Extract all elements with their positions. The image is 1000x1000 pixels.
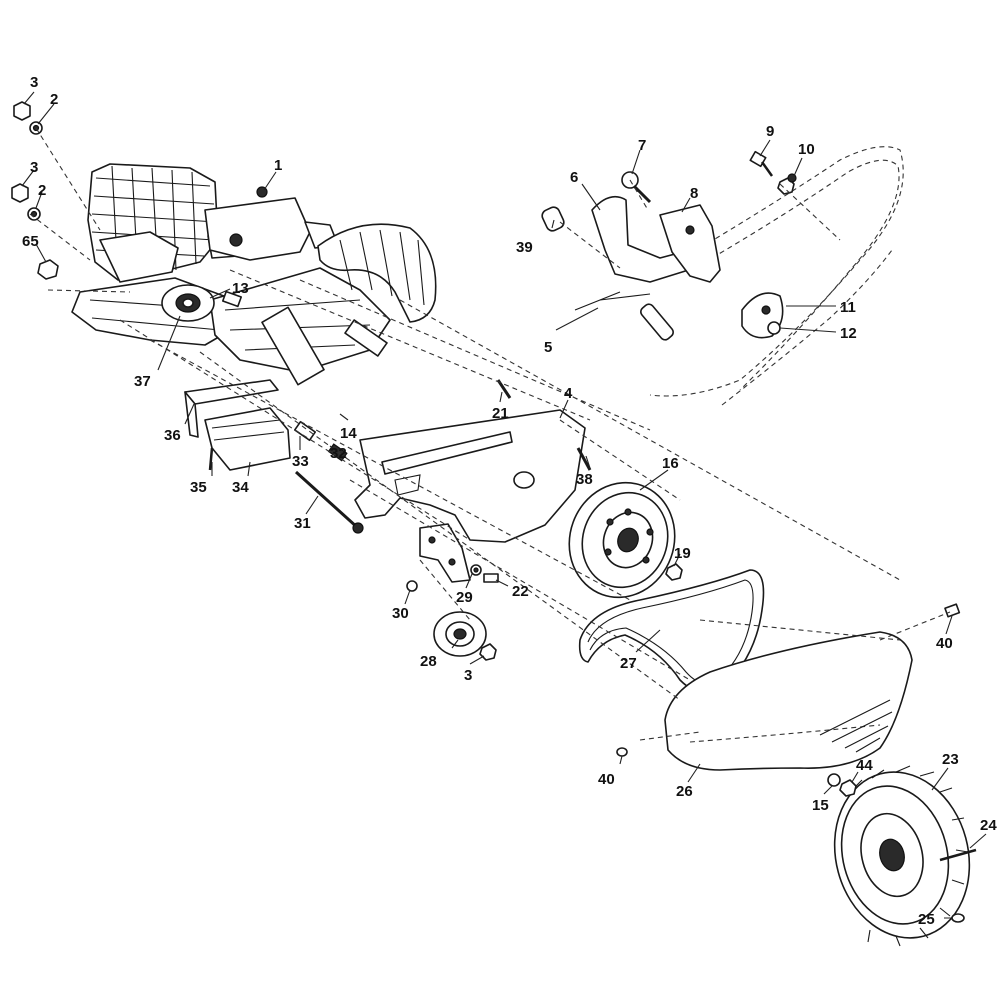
lever-8: [659, 204, 721, 283]
bracket-36: [184, 379, 279, 438]
explosion-lines: [29, 127, 951, 741]
drive-pulley-16: [568, 481, 683, 599]
belt-guard-34: [204, 407, 291, 471]
callout-26: 26: [676, 783, 693, 800]
callout-5: 5: [544, 339, 552, 356]
callout-11: 11: [840, 299, 856, 316]
cam-11-12: [741, 292, 784, 339]
callout-39: 39: [516, 239, 533, 256]
engine-pulley: [161, 284, 215, 322]
callout-24: 24: [980, 817, 997, 834]
callout-44: 44: [856, 757, 873, 774]
callout-6: 6: [570, 169, 578, 186]
idler-bracket: [419, 523, 471, 583]
lever-6: [574, 195, 696, 311]
callout-3: 3: [30, 74, 38, 91]
callout-3: 3: [30, 159, 38, 176]
callout-4: 4: [564, 385, 573, 402]
wheel-23: [833, 765, 971, 947]
wheel-hardware: [827, 773, 977, 923]
shroud-26: [664, 631, 913, 771]
callout-15: 15: [812, 797, 829, 814]
callouts: 3 2 3 2 65 1 13 37 36 14 35 34 33 32 31 …: [22, 74, 997, 928]
bolt-7: [621, 171, 652, 204]
tine-housing: [71, 197, 437, 386]
callout-38: 38: [576, 471, 593, 488]
knob-39: [541, 206, 565, 232]
callout-32: 32: [330, 445, 347, 462]
callout-21: 21: [492, 405, 509, 422]
callout-13: 13: [232, 280, 249, 297]
callout-8: 8: [690, 185, 698, 202]
callout-25: 25: [918, 911, 935, 928]
center-plate-4: [354, 409, 586, 543]
callout-22: 22: [512, 583, 529, 600]
callout-36: 36: [164, 427, 181, 444]
callout-34: 34: [232, 479, 249, 496]
callout-1: 1: [274, 157, 282, 174]
callout-40: 40: [598, 771, 615, 788]
callout-12: 12: [840, 325, 857, 342]
callout-29: 29: [456, 589, 473, 606]
callout-65: 65: [22, 233, 39, 250]
callout-27: 27: [620, 655, 637, 672]
callout-28: 28: [420, 653, 437, 670]
callout-40: 40: [936, 635, 953, 652]
callout-16: 16: [662, 455, 679, 472]
callout-19: 19: [674, 545, 691, 562]
callout-37: 37: [134, 373, 151, 390]
callout-3: 3: [464, 667, 472, 684]
callout-31: 31: [294, 515, 311, 532]
callout-7: 7: [638, 137, 646, 154]
screws-40: [616, 603, 961, 757]
nuts-left: [11, 101, 59, 280]
callout-23: 23: [942, 751, 959, 768]
bolt-9-10: [749, 150, 797, 195]
callout-2: 2: [50, 91, 58, 108]
callout-2: 2: [38, 182, 46, 199]
callout-10: 10: [798, 141, 815, 158]
callout-14: 14: [340, 425, 357, 442]
callout-33: 33: [292, 453, 309, 470]
callout-35: 35: [190, 479, 207, 496]
spacer-5: [640, 303, 674, 341]
handle-cables: [649, 146, 904, 406]
leader-lines: [21, 91, 987, 919]
callout-9: 9: [766, 123, 774, 140]
callout-30: 30: [392, 605, 409, 622]
idler-pulley-28: [433, 611, 497, 661]
